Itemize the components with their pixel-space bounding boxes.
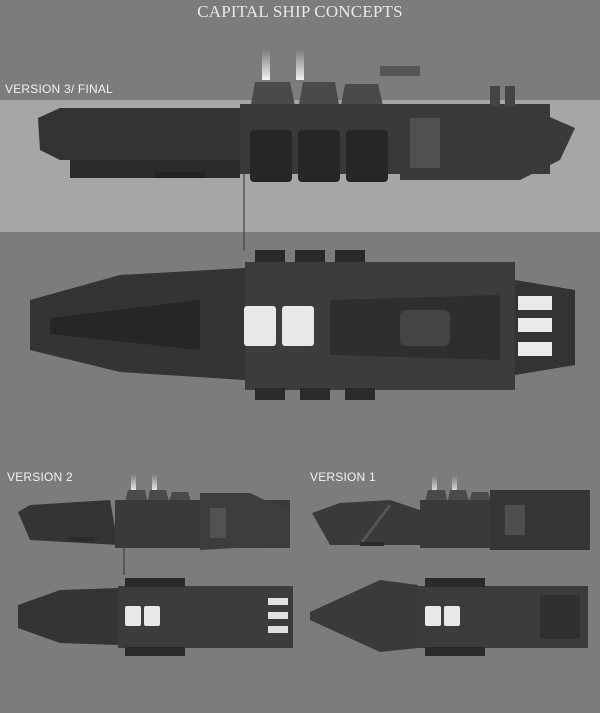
version3-side-view <box>38 50 575 250</box>
hangar-light <box>282 306 314 346</box>
version3-top-view <box>30 250 575 400</box>
version2-label: VERSION 2 <box>7 470 73 484</box>
version1-top-view <box>310 578 588 656</box>
version1-side-view <box>312 476 590 550</box>
page-title: CAPITAL SHIP CONCEPTS <box>197 2 403 21</box>
version2-side-view <box>18 474 290 575</box>
version2-top-view <box>18 578 293 656</box>
version3-label: VERSION 3/ FINAL <box>5 82 113 96</box>
hangar-light <box>244 306 276 346</box>
version1-label: VERSION 1 <box>310 470 376 484</box>
